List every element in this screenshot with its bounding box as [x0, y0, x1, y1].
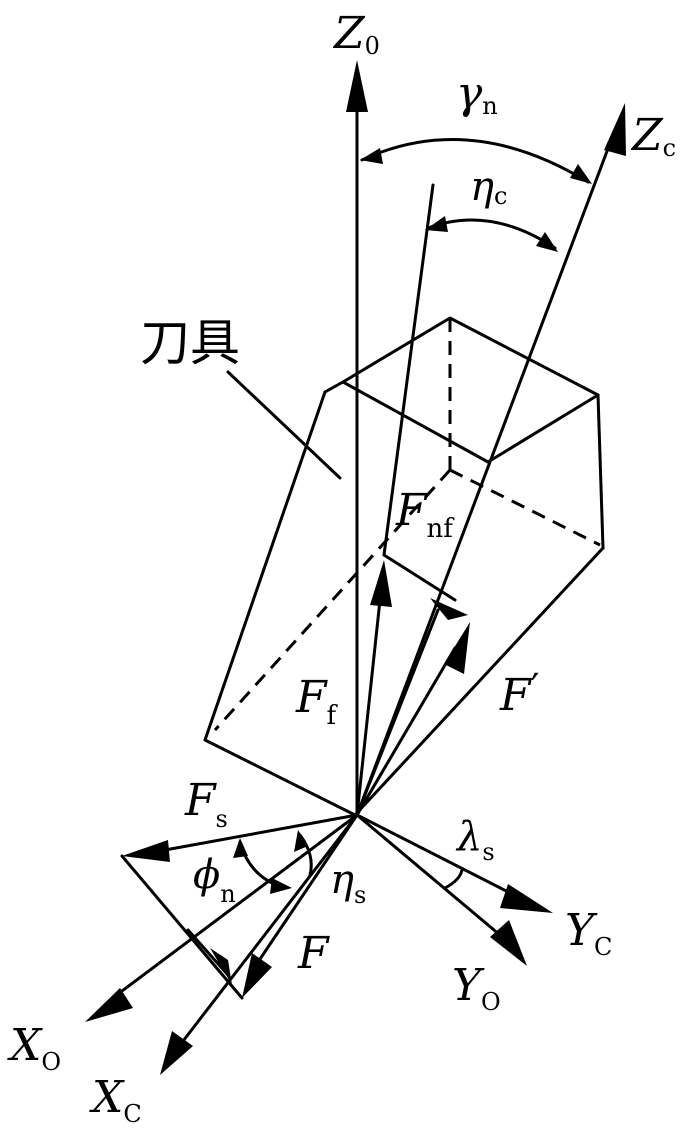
axes	[85, 60, 626, 1075]
yo-arrowhead	[490, 920, 527, 966]
gamma-n-label: γn	[456, 68, 498, 120]
eta-c-arc	[426, 218, 557, 250]
fs-arrowhead	[122, 840, 170, 862]
xc-label: XC	[89, 1072, 142, 1128]
phi-n-arrow-top	[233, 838, 248, 858]
phi-n-arrow-bottom	[270, 878, 292, 894]
eta-c-label: ηc	[470, 164, 507, 210]
yc-arrowhead	[500, 884, 553, 913]
tool-label: 刀具	[140, 314, 240, 372]
fnf-arrowhead	[430, 598, 468, 620]
tool-top-face	[341, 316, 600, 464]
f-s-label: Fs	[184, 775, 228, 833]
tool-leader-line	[226, 370, 342, 480]
eta-s-label: ηs	[330, 857, 366, 909]
phi-n-arc	[238, 840, 287, 890]
f-arrowhead	[242, 953, 272, 998]
xo-axis	[108, 813, 359, 1002]
ff-arrowhead	[370, 560, 392, 607]
tool-hidden-right	[449, 468, 601, 547]
gamma-n-arc	[360, 138, 590, 184]
fprime-arrowhead	[444, 622, 470, 674]
fs-triangle-left	[120, 854, 244, 1000]
xo-label: XO	[7, 1020, 61, 1076]
lambda-s-label: λs	[455, 814, 495, 866]
eta-c-arrow-left	[425, 216, 448, 232]
tool-edge-bottom	[203, 738, 357, 817]
yc-label: YC	[565, 905, 612, 961]
yc-axis	[355, 813, 522, 900]
fnf-connector	[382, 553, 457, 602]
xc-axis	[178, 813, 359, 1047]
tool-edge-front-left	[203, 390, 327, 742]
labels: Z0 Zc γn ηc 刀具 Fnf Ff F′ Fs ϕn ηs F λs Y…	[7, 8, 676, 1128]
xo-arrowhead	[85, 988, 133, 1022]
z0-arrowhead	[346, 60, 368, 112]
eta-s-arrow	[294, 830, 308, 852]
yo-axis	[355, 813, 502, 937]
yo-label: YO	[452, 960, 501, 1016]
force-vectors	[120, 183, 470, 1000]
tool-edge-right-lower	[353, 546, 605, 817]
gamma-n-arrow-left	[360, 148, 383, 164]
gamma-n-arrow-right	[570, 164, 592, 184]
f-f-label: Ff	[295, 672, 339, 731]
lambda-s-arc	[443, 868, 464, 890]
f-prime-label: F′	[499, 666, 540, 721]
phi-n-label: ϕn	[193, 852, 236, 908]
f-label: F	[297, 928, 330, 979]
xc-arrowhead	[160, 1031, 193, 1075]
ff-vector	[355, 598, 382, 817]
projection-arrowhead	[210, 948, 232, 985]
zc-label: Zc	[630, 110, 676, 162]
tool-hidden-diagonal	[213, 468, 452, 732]
tool-edge-right-vertical	[596, 393, 605, 550]
fnf-vector	[355, 608, 440, 817]
f-vector	[254, 813, 359, 967]
z0-label: Z0	[332, 8, 380, 60]
f-nf-label: Fnf	[395, 485, 455, 544]
fs-vector	[163, 813, 359, 852]
zc-axis	[355, 128, 617, 817]
zc-arrowhead	[604, 103, 626, 156]
angle-arcs	[233, 138, 592, 894]
eta-c-arrow-right	[536, 232, 558, 252]
tool-edge-left	[323, 380, 345, 394]
projection-line	[186, 928, 230, 977]
tool-prism	[203, 316, 605, 817]
inner-line-to-gamma	[382, 183, 435, 557]
fprime-vector	[355, 646, 457, 817]
